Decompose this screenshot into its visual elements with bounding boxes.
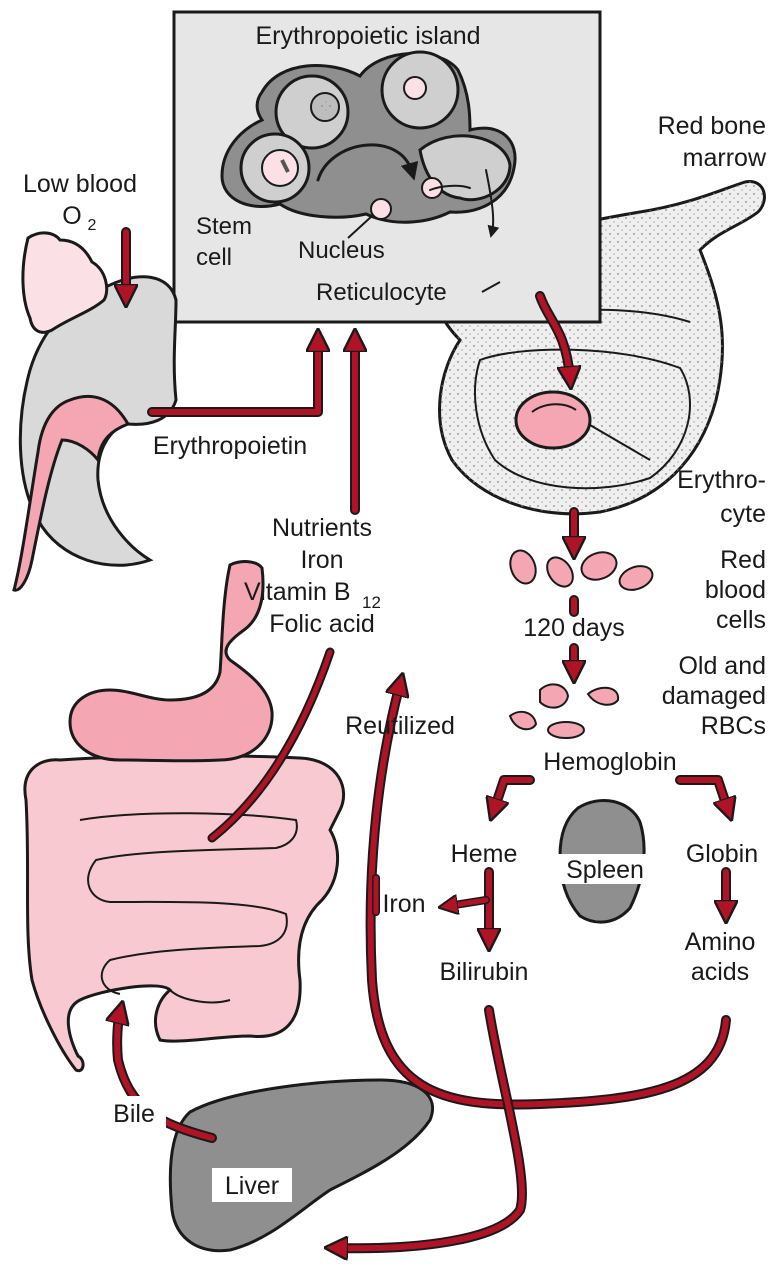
reutilized-label: Reutilized — [345, 712, 455, 740]
damaged-rbcs — [510, 684, 618, 738]
erythrocyte-label-1: Erythro- — [677, 466, 766, 494]
heme-label: Heme — [451, 840, 518, 868]
red-bone-marrow-label-2: marrow — [683, 144, 767, 172]
rbc-label-2: blood — [705, 576, 766, 604]
stem-cell-label-2: cell — [196, 244, 232, 271]
amino-acids-label-2: acids — [691, 958, 749, 986]
hemoglobin-label: Hemoglobin — [543, 748, 676, 776]
iron-label: Iron — [382, 890, 425, 918]
reticulocyte-label: Reticulocyte — [316, 279, 447, 306]
erythropoietin-label: Erythropoietin — [153, 432, 307, 460]
low-blood-o-label: O — [62, 202, 81, 230]
old-label-1: Old and — [678, 652, 766, 680]
stem-cell-label-1: Stem — [196, 213, 252, 240]
rbc-label-3: cells — [716, 606, 766, 634]
liver-label: Liver — [225, 1172, 279, 1200]
days-label: 120 days — [523, 614, 624, 642]
spleen-label: Spleen — [566, 856, 644, 884]
island-title: Erythropoietic island — [255, 22, 480, 50]
liver — [170, 1080, 432, 1251]
globin-label: Globin — [686, 840, 758, 868]
red-blood-cells — [506, 547, 656, 594]
nucleus-label: Nucleus — [298, 237, 385, 264]
iron-nutrient-label: Iron — [300, 546, 343, 574]
nutrients-label: Nutrients — [272, 514, 372, 542]
low-blood-label: Low blood — [23, 170, 137, 198]
bile-label: Bile — [113, 1100, 155, 1128]
red-bone-marrow-label-1: Red bone — [658, 112, 766, 140]
bilirubin-label: Bilirubin — [440, 958, 529, 986]
low-blood-subscript: 2 — [88, 217, 97, 234]
old-label-2: damaged — [662, 682, 766, 710]
folic-acid-label: Folic acid — [269, 610, 375, 638]
old-label-3: RBCs — [701, 712, 766, 740]
erythrocyte-cell — [516, 392, 590, 448]
erythrocyte-label-2: cyte — [720, 500, 766, 528]
vitamin-b-label: Vitamin B — [244, 578, 351, 606]
rbc-label-1: Red — [720, 546, 766, 574]
amino-acids-label-1: Amino — [685, 928, 756, 956]
